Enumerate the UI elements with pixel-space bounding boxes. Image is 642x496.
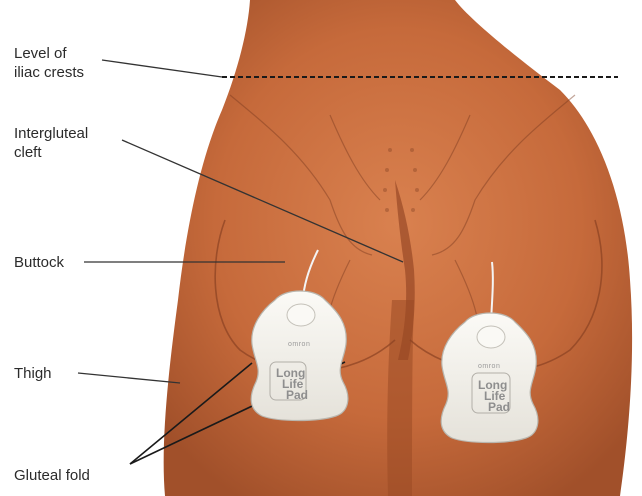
right-pad-brand: omron <box>478 363 500 370</box>
label-intergluteal-cleft: Intergluteal cleft <box>14 124 88 162</box>
label-gluteal-fold: Gluteal fold <box>14 466 90 485</box>
left-pad-text-line3: Pad <box>286 389 308 401</box>
label-iliac-crests: Level of iliac crests <box>14 44 84 82</box>
leader-iliac-crests <box>102 60 222 77</box>
label-intergluteal-cleft-line2: cleft <box>14 143 88 162</box>
label-thigh: Thigh <box>14 364 52 383</box>
label-buttock: Buttock <box>14 253 64 272</box>
leader-thigh <box>78 373 180 383</box>
label-intergluteal-cleft-line1: Intergluteal <box>14 124 88 143</box>
leg-gap-shadow <box>387 300 414 496</box>
right-pad-text-line3: Pad <box>488 401 510 413</box>
left-pad-brand: omron <box>288 341 310 348</box>
label-iliac-crests-line1: Level of <box>14 44 84 63</box>
label-iliac-crests-line2: iliac crests <box>14 63 84 82</box>
